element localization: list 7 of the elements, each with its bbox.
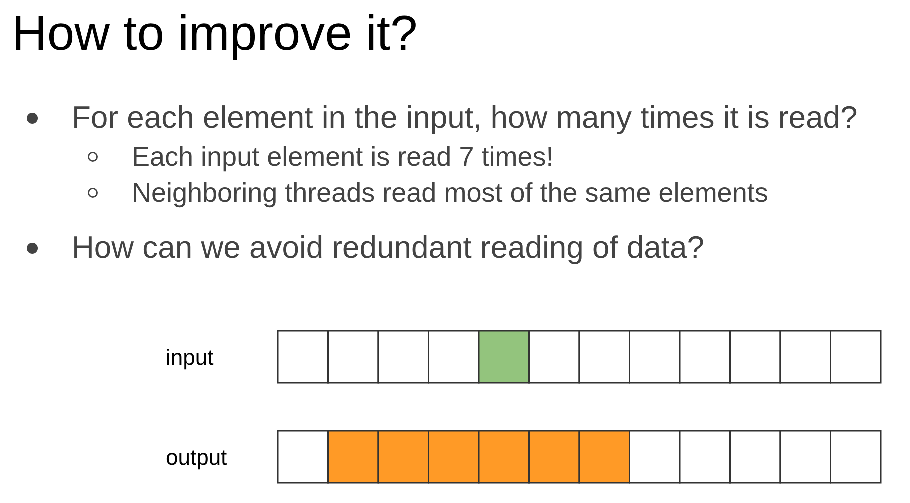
- bullet-text: How can we avoid redundant reading of data?: [72, 230, 704, 266]
- array-label: output: [166, 444, 228, 472]
- slide-title: How to improve it?: [12, 6, 418, 62]
- array-label: input: [166, 344, 214, 372]
- sub-bullet-text: Neighboring threads read most of the same elements: [132, 177, 768, 209]
- bullet-text: For each element in the input, how many times it is read?: [72, 100, 858, 136]
- sub-bullet-text: Each input element is read 7 times!: [132, 141, 554, 173]
